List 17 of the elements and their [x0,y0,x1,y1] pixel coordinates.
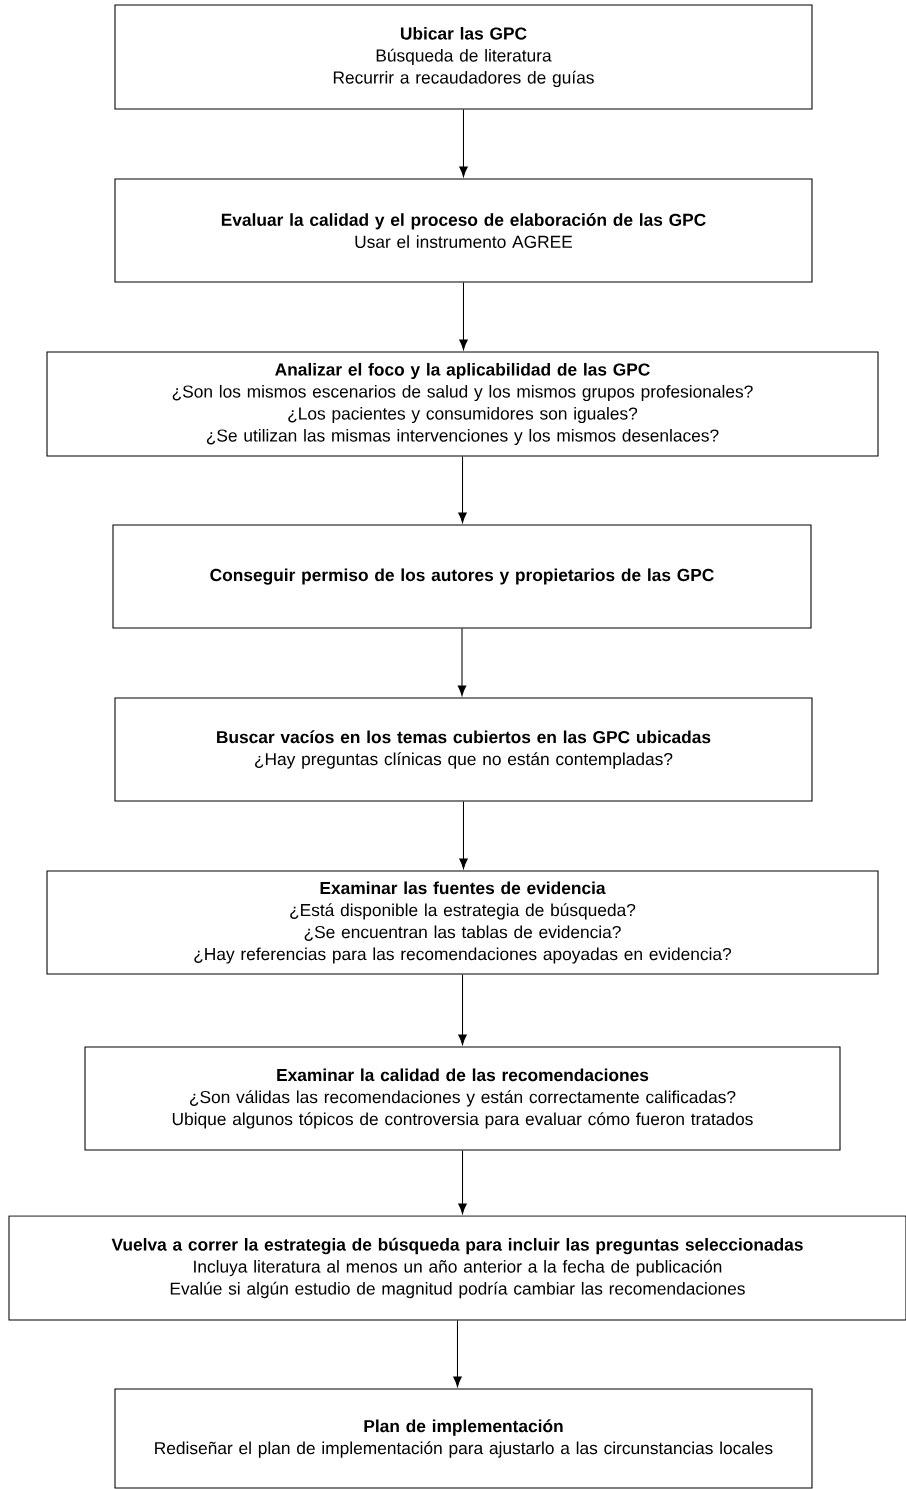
arrow [458,456,467,523]
process-box: Plan de implementación Rediseñar el plan de implementación para ajustarlo a las circunstancias locales [114,1388,813,1489]
process-box: Analizar el foco y la aplicabilidad de las GPC ¿Son los mismos escenarios de salud y los mismos grupos profesionales? ¿Los pacientes y consumidores son iguales? ¿Se utilizan las mismas intervenciones y los mismos desenlaces? [46,351,879,457]
process-box: Examinar la calidad de las recomendaciones ¿Son válidas las recomendaciones y están correctamente calificadas? Ubique algunos tópicos de controversia para evaluar cómo fueron tratados [84,1046,841,1151]
arrow [459,109,468,177]
process-box: Vuelva a correr la estrategia de búsqueda para incluir las preguntas seleccionadas Incluya literatura al menos un año anterior a la fecha de publicación Evalúe si algún estudio de magnitud podría cambiar las recomendaciones [8,1215,906,1321]
arrow [453,1320,462,1387]
arrow [458,974,467,1045]
process-box: Conseguir permiso de los autores y propietarios de las GPC [112,524,812,629]
arrow [458,1150,467,1214]
arrow [457,628,467,696]
process-box: Examinar las fuentes de evidencia ¿Está disponible la estrategia de búsqueda? ¿Se encuentran las tablas de evidencia? ¿Hay referencias para las recomendaciones apoyadas en evidencia? [46,870,879,975]
arrow [459,282,468,350]
process-box: Ubicar las GPC Búsqueda de literatura Recurrir a recaudadores de guías [114,4,813,110]
process-box: Evaluar la calidad y el proceso de elaboración de las GPC Usar el instrumento AGREE [114,178,813,283]
process-box: Buscar vacíos en los temas cubiertos en las GPC ubicadas ¿Hay preguntas clínicas que no están contempladas? [114,697,813,802]
arrow [459,801,468,869]
